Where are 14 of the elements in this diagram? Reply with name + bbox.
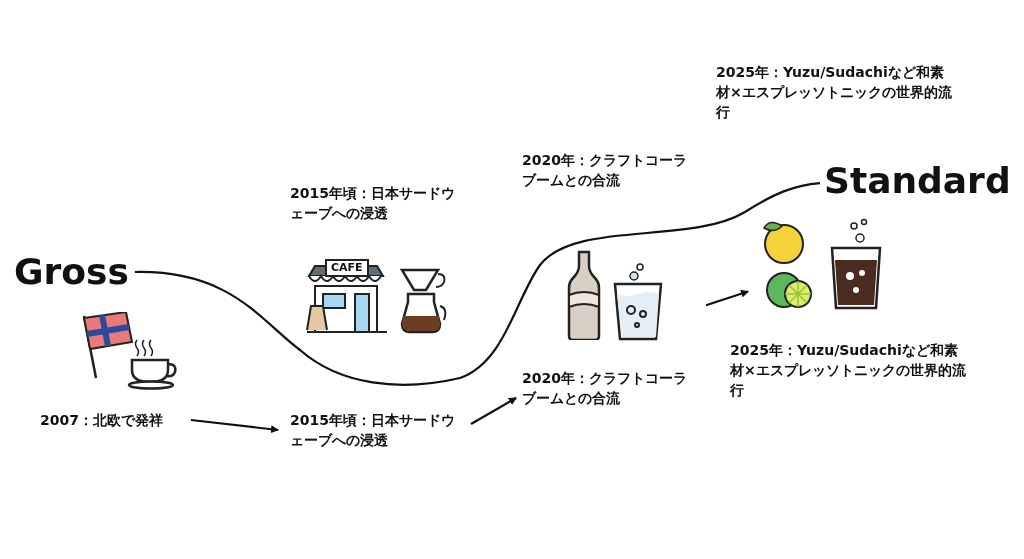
milestone-text: 2025年：Yuzu/Sudachiなど和素材×エスプレッソトニックの世界的流行 bbox=[730, 341, 967, 400]
milestone-text: 2020年：クラフトコーラブームとの合流 bbox=[522, 151, 688, 190]
milestone-text: 2015年頃：日本サードウェーブへの浸透 bbox=[290, 184, 456, 223]
milestone-text: 2025年：Yuzu/Sudachiなど和素材×エスプレッソトニックの世界的流行 bbox=[716, 63, 953, 122]
milestone-text: 2007：北欧で発祥 bbox=[40, 410, 163, 430]
cafe-sign: CAFE bbox=[325, 259, 369, 277]
arrow bbox=[705, 289, 749, 307]
arrow bbox=[190, 418, 279, 434]
stage-title: Gross bbox=[14, 251, 129, 293]
curve-line bbox=[134, 182, 821, 386]
arrow bbox=[470, 397, 517, 425]
stage-title: Standard bbox=[824, 160, 1011, 202]
milestone-text: 2020年：クラフトコーラブームとの合流 bbox=[522, 368, 697, 408]
milestone-text: 2015年頃：日本サードウェーブへの浸透 bbox=[290, 410, 465, 450]
